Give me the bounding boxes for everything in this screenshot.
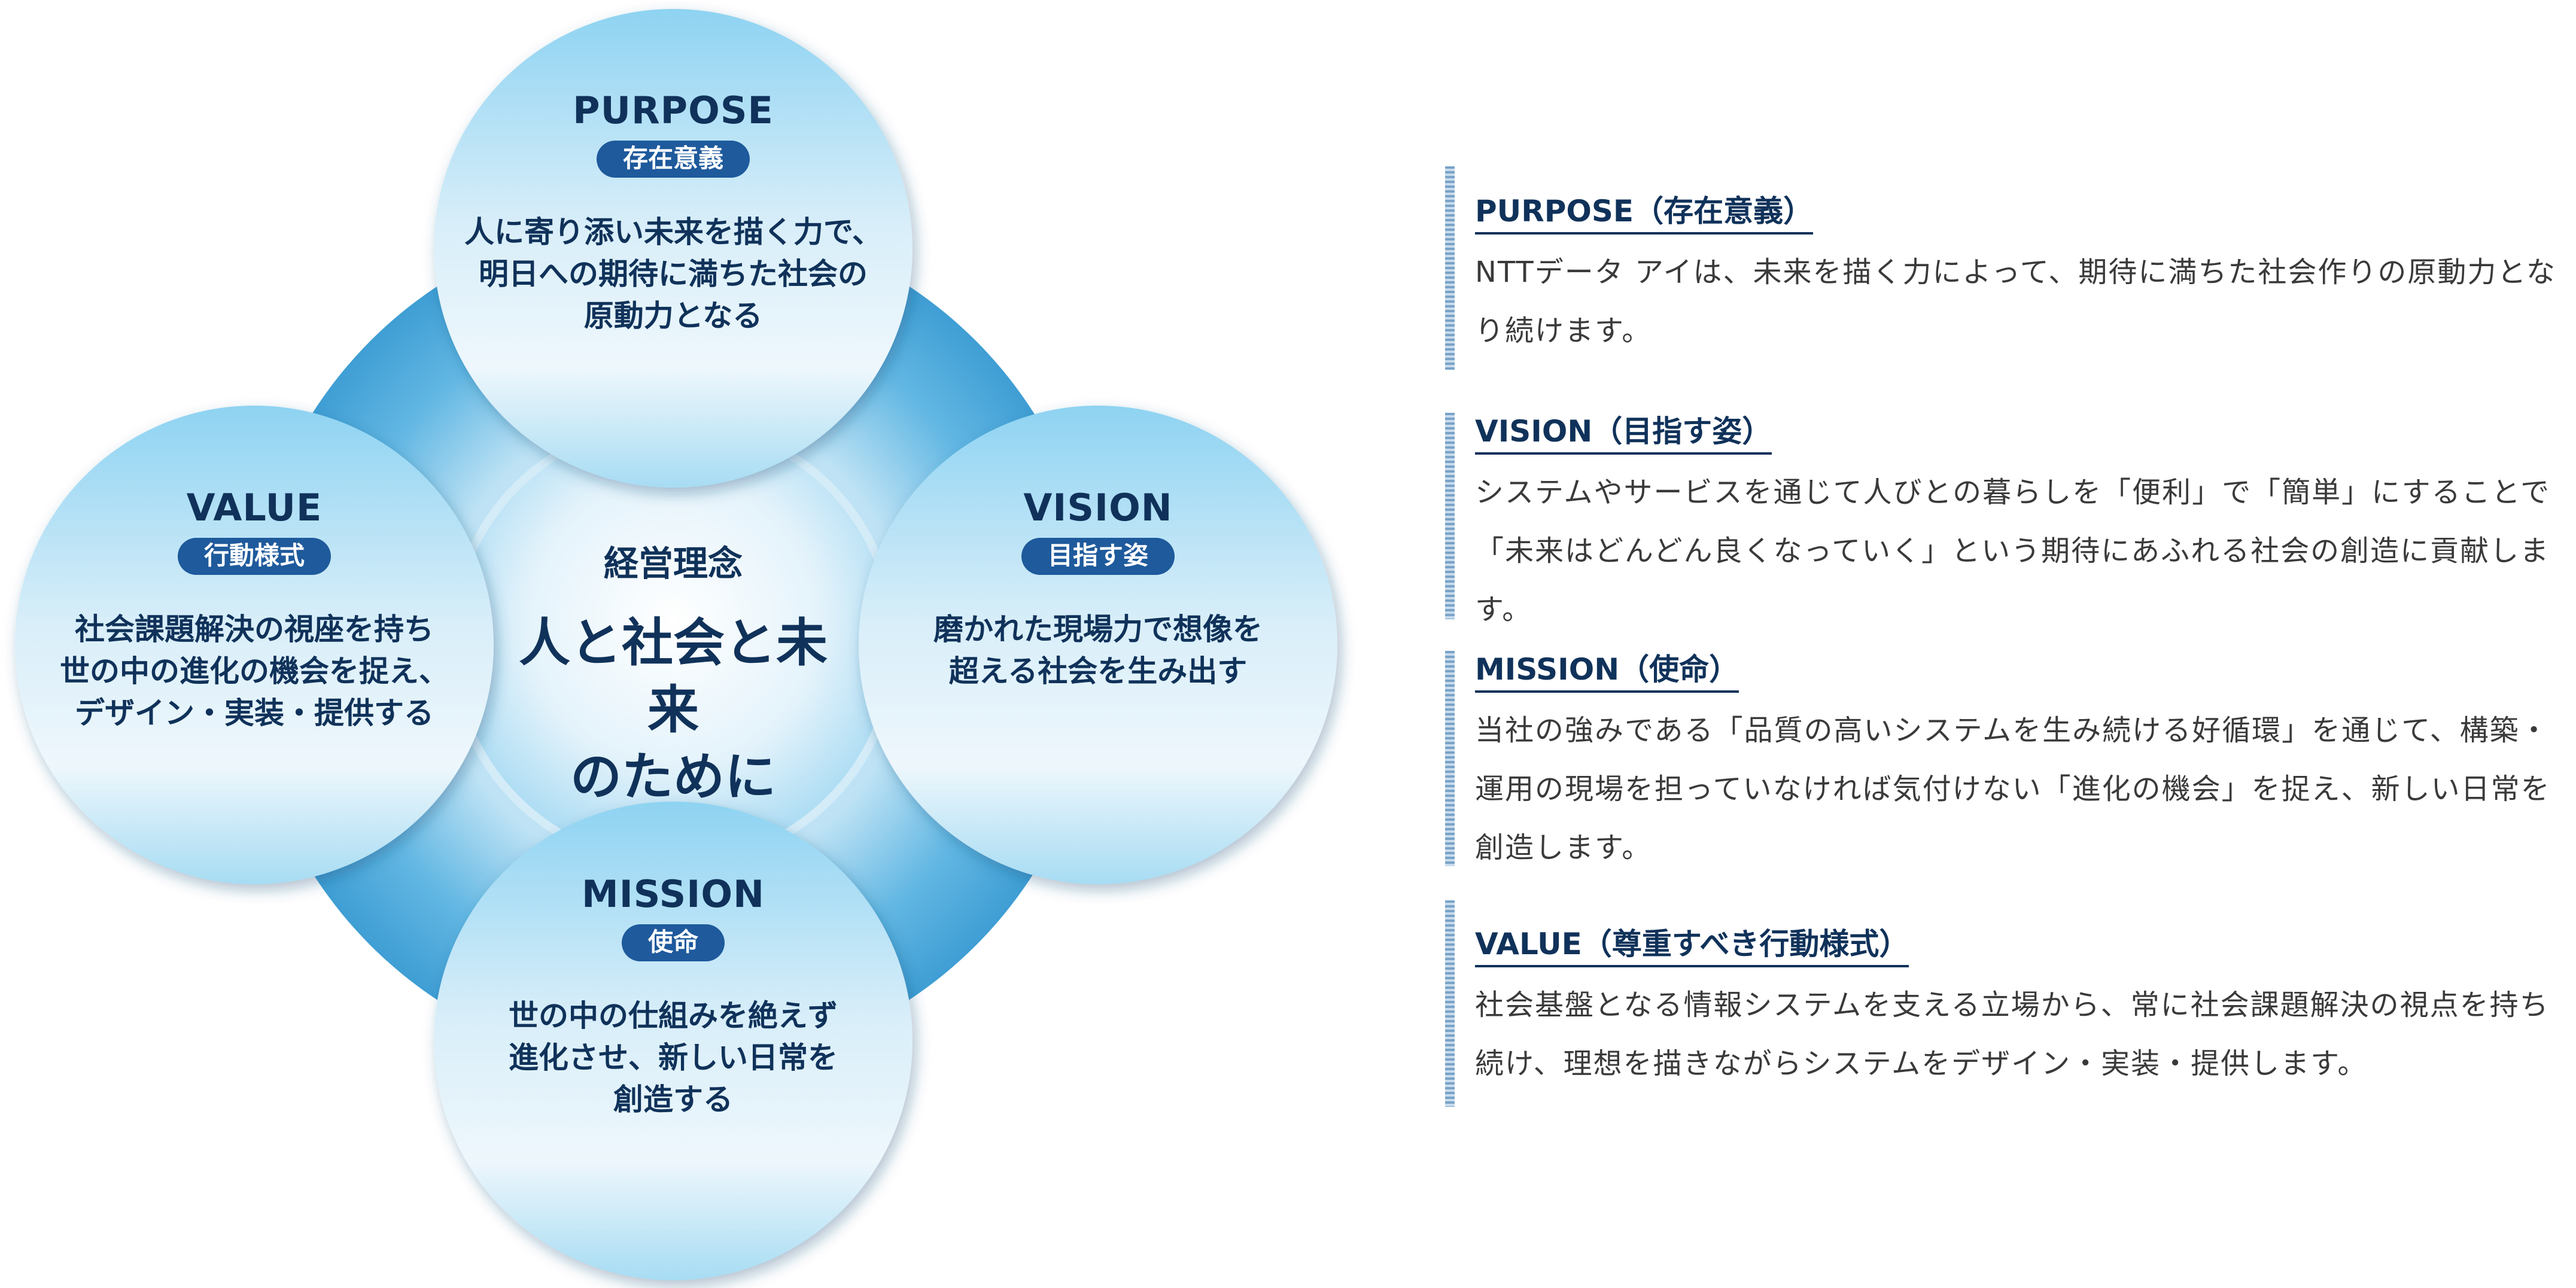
section-marker-bar <box>1445 413 1455 619</box>
mission-badge: 使命 <box>621 924 725 961</box>
vision-title: VISION <box>1023 486 1173 529</box>
center-text: 経営理念 人と社会と未来 のために <box>494 535 853 811</box>
purpose-circle <box>434 9 913 488</box>
mission-text: MISSION 使命 世の中の仕組みを絶えず 進化させ、新しい日常を 創造する <box>434 872 913 1120</box>
mission-circle <box>434 802 913 1280</box>
value-description: 社会課題解決の視座を持ち 世の中の進化の機会を捉え、 デザイン・実装・提供する <box>60 612 449 730</box>
value-badge: 行動様式 <box>177 538 331 575</box>
center-subtitle: 経営理念 <box>603 543 743 584</box>
vision-text: VISION 目指す姿 磨かれた現場力で想像を 超える社会を生み出す <box>871 486 1325 692</box>
purpose-title: PURPOSE <box>573 89 774 132</box>
vision-description: 磨かれた現場力で想像を 超える社会を生み出す <box>933 612 1263 689</box>
mission-title: MISSION <box>582 872 765 916</box>
section-body: 社会基盤となる情報システムを支える立場から、常に社会課題解決の視点を持ち続け、理… <box>1475 988 2550 1080</box>
section-heading: VALUE（尊重すべき行動様式） <box>1475 925 1909 967</box>
value-title: VALUE <box>186 486 323 529</box>
section-heading: VISION（目指す姿） <box>1475 413 1772 455</box>
panel-section-purpose: PURPOSE（存在意義） NTTデータ アイは、未来を描く力によって、期待に満… <box>1445 166 2576 370</box>
purpose-badge: 存在意義 <box>596 141 750 178</box>
section-marker-bar <box>1445 900 1455 1107</box>
panel-section-vision: VISION（目指す姿） システムやサービスを通じて人びとの暮らしを「便利」で「… <box>1445 413 2576 626</box>
section-marker-bar <box>1445 651 1455 866</box>
center-title: 人と社会と未来 のために <box>519 613 828 807</box>
value-circle <box>15 406 494 884</box>
section-marker-bar <box>1445 166 1455 370</box>
mission-description: 世の中の仕組みを絶えず 進化させ、新しい日常を 創造する <box>509 998 838 1117</box>
philosophy-diagram <box>15 9 1337 1280</box>
panel-section-mission: MISSION（使命） 当社の強みである「品質の高いシステムを生み続ける好循環」… <box>1445 651 2576 866</box>
purpose-description: 人に寄り添い未来を描く力で、 明日への期待に満ちた社会の 原動力となる <box>464 215 882 333</box>
section-heading: MISSION（使命） <box>1475 651 1739 693</box>
panel-section-value: VALUE（尊重すべき行動様式） 社会基盤となる情報システムを支える立場から、常… <box>1445 900 2576 1107</box>
purpose-text: PURPOSE 存在意義 人に寄り添い未来を描く力で、 明日への期待に満ちた社会… <box>434 89 913 337</box>
vision-badge: 目指す姿 <box>1021 538 1175 575</box>
section-heading: PURPOSE（存在意義） <box>1475 193 1814 235</box>
section-body: NTTデータ アイは、未来を描く力によって、期待に満ちた社会作りの原動力となり続… <box>1475 255 2556 348</box>
value-text: VALUE 行動様式 社会課題解決の視座を持ち 世の中の進化の機会を捉え、 デザ… <box>27 486 482 734</box>
vision-circle <box>859 406 1337 884</box>
section-body: 当社の強みである「品質の高いシステムを生み続ける好循環」を通じて、構築・運用の現… <box>1475 714 2551 864</box>
section-body: システムやサービスを通じて人びとの暮らしを「便利」で「簡単」にすることで「未来は… <box>1475 476 2551 626</box>
